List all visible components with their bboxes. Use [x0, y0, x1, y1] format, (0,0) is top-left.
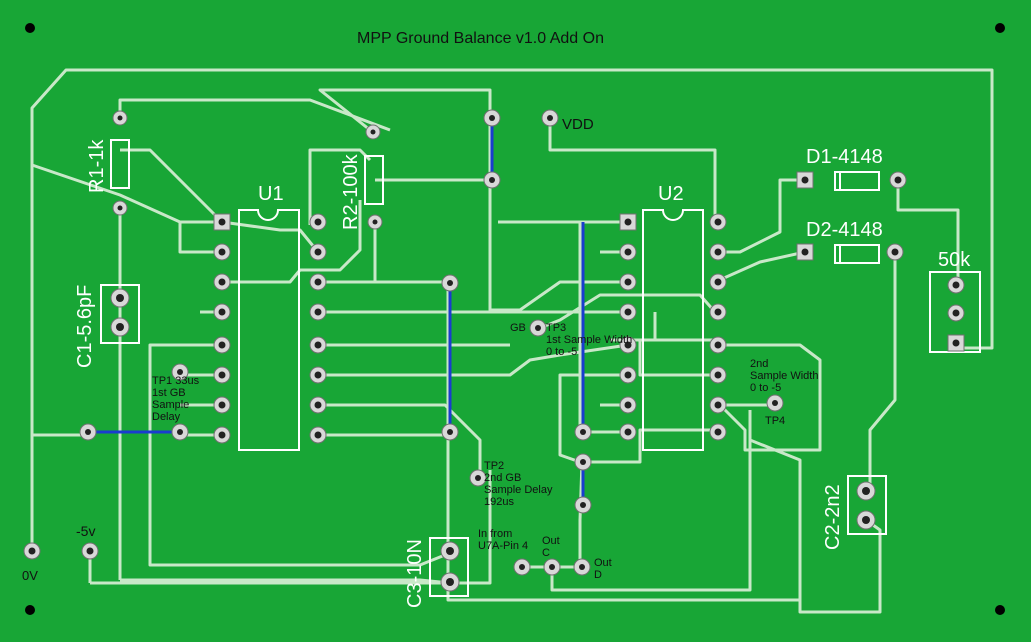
pot-label: 50k	[938, 249, 971, 271]
c1-label: C1-5.6pF	[74, 284, 96, 368]
out-d-label: Out D	[594, 557, 612, 581]
tp1-label: TP1 33us 1st GB Sample Delay	[152, 375, 200, 423]
vdd-label: VDD	[562, 116, 594, 133]
tp3-label: TP3 1st Sample Width 0 to -5	[546, 322, 633, 358]
d2-label: D2-4148	[806, 219, 883, 241]
c2-label: C2-2n2	[822, 484, 844, 550]
pads	[23, 109, 965, 592]
tp2-label: TP2 2nd GB Sample Delay 192us	[484, 460, 553, 508]
board-title: MPP Ground Balance v1.0 Add On	[357, 30, 604, 47]
d1-label: D1-4148	[806, 146, 883, 168]
out-c-label: Out C	[542, 535, 560, 559]
ov-label: 0V	[22, 568, 38, 583]
u1-label: U1	[258, 183, 284, 205]
r2-label: R2-100k	[340, 154, 362, 230]
c3-label: C3-10N	[404, 539, 426, 608]
input-label: In from U7A-Pin 4	[478, 528, 529, 552]
tp4-desc-label: 2nd Sample Width 0 to -5	[750, 358, 819, 394]
ic-outlines	[100, 139, 981, 597]
neg5v-label: -5v	[76, 523, 96, 539]
tp3-gb-label: GB	[510, 322, 526, 334]
u2-label: U2	[658, 183, 684, 205]
mounting-holes	[25, 23, 1005, 615]
jumper-wires	[90, 118, 585, 505]
tp4-label: TP4	[765, 415, 786, 427]
r1-label: R1-1k	[86, 139, 108, 193]
